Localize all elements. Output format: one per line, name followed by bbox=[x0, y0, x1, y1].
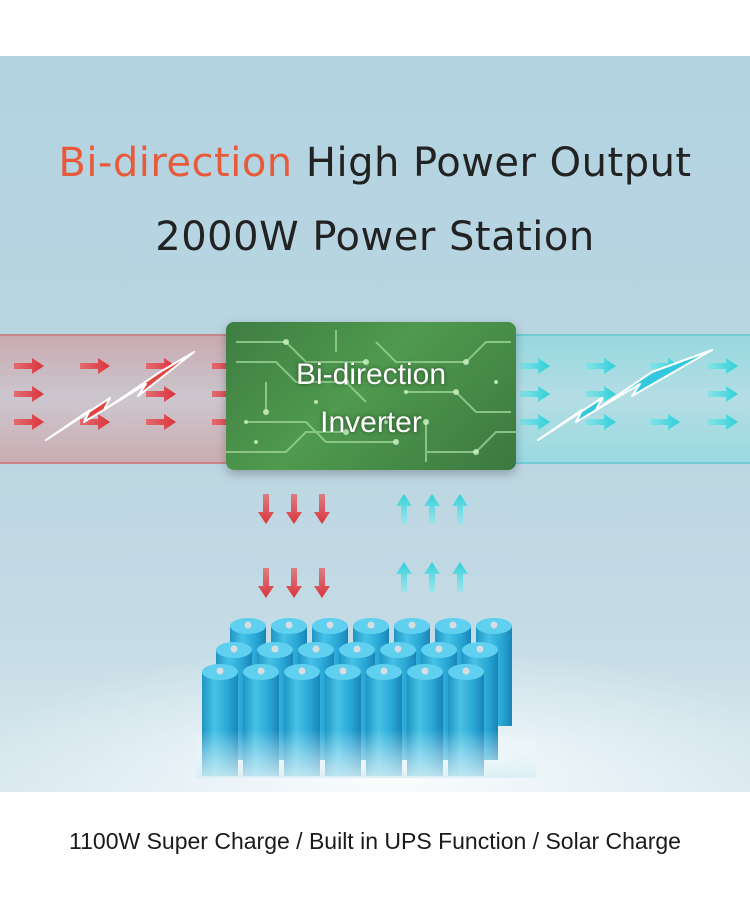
lightning-bolt-icon bbox=[45, 351, 195, 441]
headline-rest: High Power Output bbox=[292, 140, 692, 186]
feature-tagline: 1100W Super Charge / Built in UPS Functi… bbox=[69, 828, 681, 854]
battery-pack bbox=[196, 618, 536, 778]
inverter-label-line-1: Bi-direction bbox=[295, 358, 447, 391]
battery-floor-fade bbox=[196, 618, 536, 778]
ac-output-band bbox=[508, 334, 750, 464]
headline-line-1: Bi-direction High Power Output bbox=[0, 140, 750, 186]
inverter-board: Bi-direction Inverter bbox=[226, 322, 516, 470]
headline-accent: Bi-direction bbox=[58, 140, 293, 186]
discharge-arrows-up bbox=[396, 494, 468, 592]
charge-arrows-down bbox=[258, 494, 330, 598]
headline-line-2: 2000W Power Station bbox=[155, 214, 595, 260]
circuit-board-pattern bbox=[226, 330, 516, 462]
lightning-bolt-icon bbox=[537, 349, 713, 441]
output-arrows-right bbox=[520, 358, 738, 430]
inverter-label-line-2: Inverter bbox=[320, 406, 422, 439]
